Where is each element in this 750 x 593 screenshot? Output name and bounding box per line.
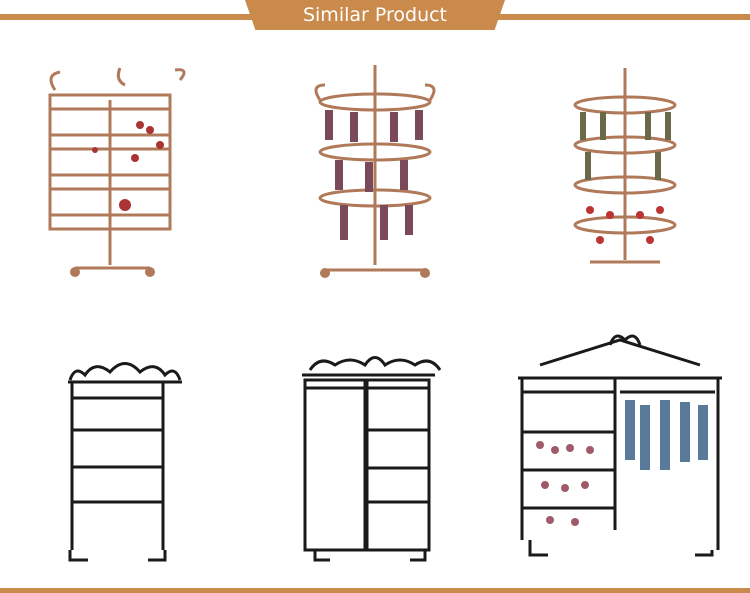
black-heart-board-image	[68, 362, 182, 562]
product-image-copper-square-stand[interactable]	[0, 40, 250, 320]
product-image-black-heart-board[interactable]	[0, 310, 250, 590]
product-image-black-double-panel-board[interactable]	[250, 310, 500, 590]
product-image-copper-carousel-stand[interactable]	[250, 40, 500, 320]
product-image-copper-tower-stand[interactable]	[500, 40, 750, 320]
section-header: Similar Product	[0, 0, 750, 30]
copper-tower-stand-image	[573, 68, 677, 264]
black-double-panel-board-image	[302, 356, 442, 562]
header-tab	[245, 0, 505, 30]
copper-carousel-stand-image	[314, 65, 436, 278]
section-title: Similar Product	[302, 4, 448, 26]
copper-square-stand-image	[48, 67, 186, 277]
black-wide-panel-display-image	[518, 334, 722, 557]
bottom-accent-line	[0, 588, 750, 593]
product-image-black-wide-panel-display[interactable]	[500, 310, 750, 590]
